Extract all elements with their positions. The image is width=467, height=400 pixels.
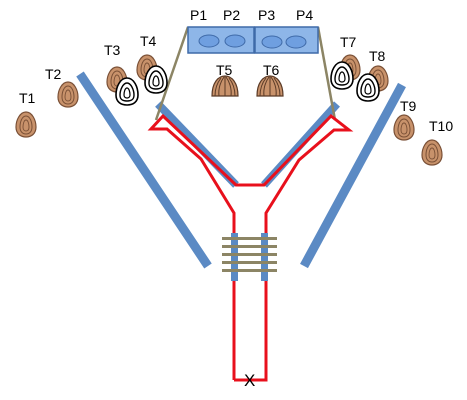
cone-icon (57, 81, 79, 108)
trap-label-t9: T9 (400, 98, 417, 114)
end-marker: X (244, 371, 255, 390)
trap-label-t4: T4 (140, 33, 157, 49)
port-box-left (187, 26, 255, 54)
ring-icon (144, 65, 168, 94)
outer-wall-left (76, 71, 212, 269)
oval-lens-icon (261, 35, 283, 49)
ring-icon (115, 77, 139, 106)
tether-line-right (316, 26, 337, 121)
trap-label-t6: T6 (263, 62, 280, 78)
ring-icon (330, 61, 354, 90)
ring-icon (356, 73, 380, 102)
port-label-p1: P1 (190, 7, 207, 23)
trap-label-t1: T1 (19, 90, 36, 106)
dome-icon (256, 75, 284, 97)
oval-lens-icon (198, 34, 220, 48)
port-label-p3: P3 (258, 7, 275, 23)
cone-icon (15, 111, 37, 138)
trap-label-t10: T10 (429, 118, 453, 134)
port-box-right (254, 26, 319, 54)
trap-label-t8: T8 (369, 48, 386, 64)
dome-icon (211, 75, 239, 97)
bridge-junction (222, 233, 277, 281)
trap-label-t5: T5 (216, 62, 233, 78)
cone-icon (421, 139, 443, 166)
tether-line-left (154, 26, 190, 121)
trap-label-t7: T7 (340, 34, 357, 50)
cone-icon (393, 114, 415, 141)
oval-lens-icon (224, 34, 246, 48)
port-label-p2: P2 (223, 7, 240, 23)
outer-wall-right (300, 82, 406, 269)
trap-label-t2: T2 (45, 66, 62, 82)
port-label-p4: P4 (296, 7, 313, 23)
red-track (147, 113, 354, 382)
oval-lens-icon (285, 35, 307, 49)
trap-label-t3: T3 (104, 42, 121, 58)
